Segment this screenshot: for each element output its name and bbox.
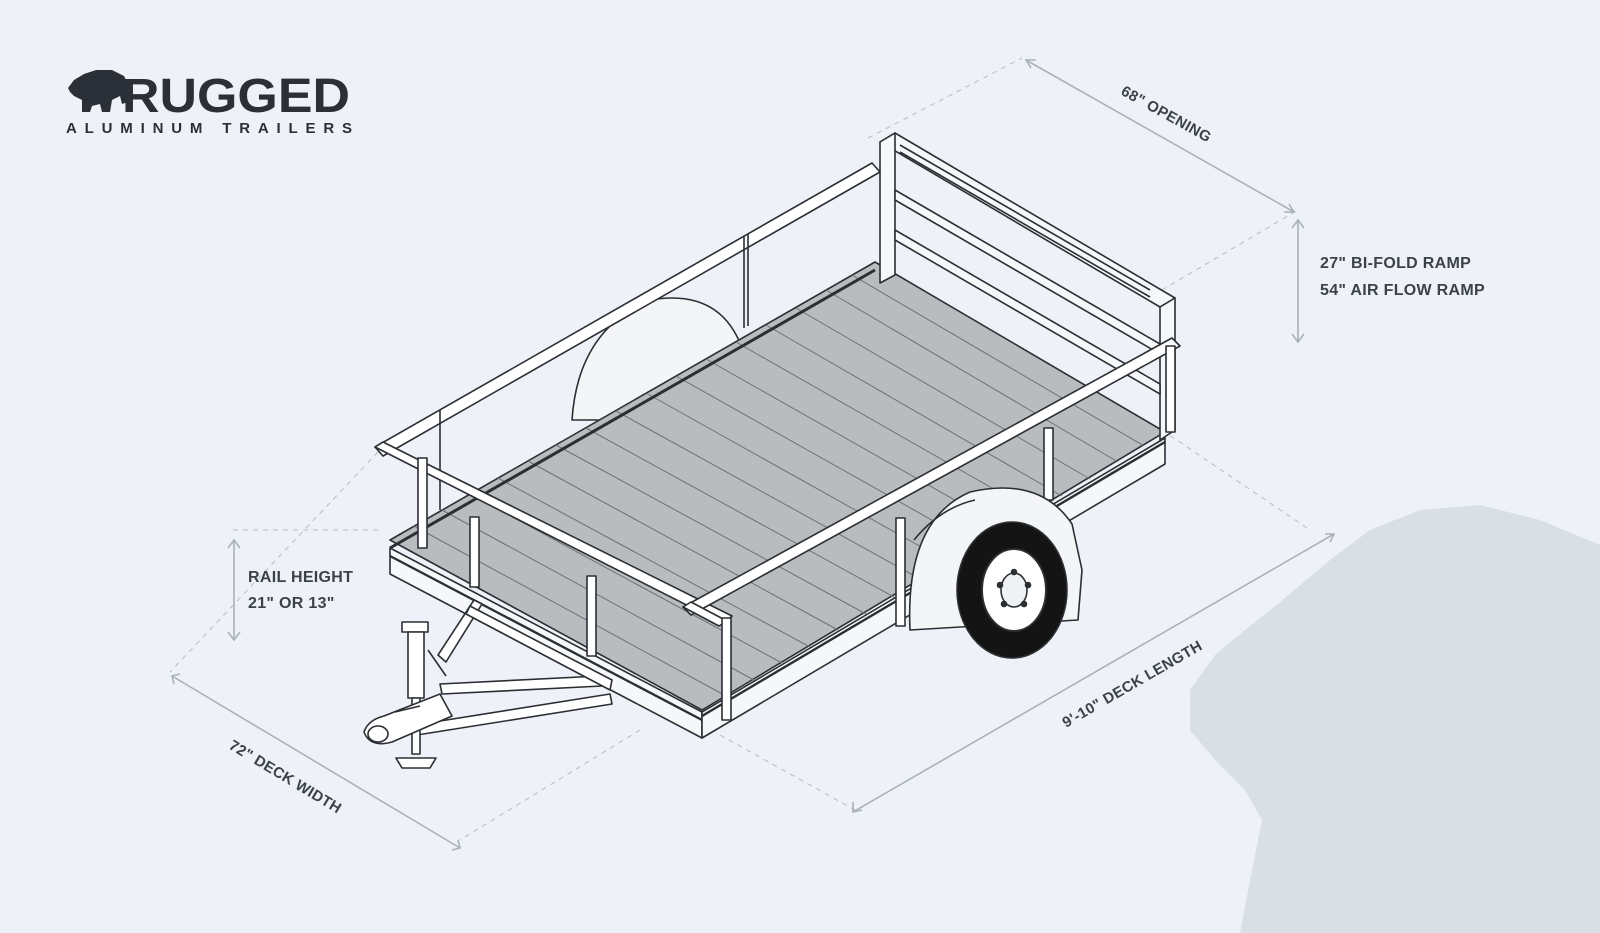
opening-label: 68" OPENING	[1118, 83, 1214, 147]
near-wheel	[908, 487, 1083, 659]
ramp-label-line2: 54" AIR FLOW RAMP	[1320, 282, 1485, 299]
dimension-arrows	[171, 59, 1336, 851]
ramp-label-line1: 27" BI-FOLD RAMP	[1320, 255, 1471, 272]
deck-width-dimension-line	[171, 675, 461, 849]
opening-dimension-line	[1025, 59, 1295, 213]
near-side-rail	[374, 337, 1181, 721]
brand-logo: RUGGED ALUMINUM TRAILERS	[66, 70, 352, 137]
rail-height-label-line2: 21" OR 13"	[248, 595, 335, 612]
dimension-guides	[169, 57, 1311, 841]
trailer-illustration	[363, 132, 1181, 769]
deck-width-label: 72" DECK WIDTH	[226, 737, 344, 817]
deck-length-dimension-line	[852, 533, 1335, 813]
deck-length-label: 9'-10" DECK LENGTH	[1060, 637, 1206, 731]
brand-wordmark: RUGGED	[122, 70, 350, 123]
trailer-tongue	[414, 599, 613, 736]
bear-watermark-icon	[1190, 505, 1600, 933]
deck-edge-trim	[389, 268, 876, 550]
rail-height-label-line1: RAIL HEIGHT	[248, 569, 353, 586]
coupler	[363, 693, 453, 745]
rear-ramp	[879, 132, 1176, 441]
bear-logo-icon	[68, 70, 128, 112]
far-side-rail	[374, 162, 881, 510]
